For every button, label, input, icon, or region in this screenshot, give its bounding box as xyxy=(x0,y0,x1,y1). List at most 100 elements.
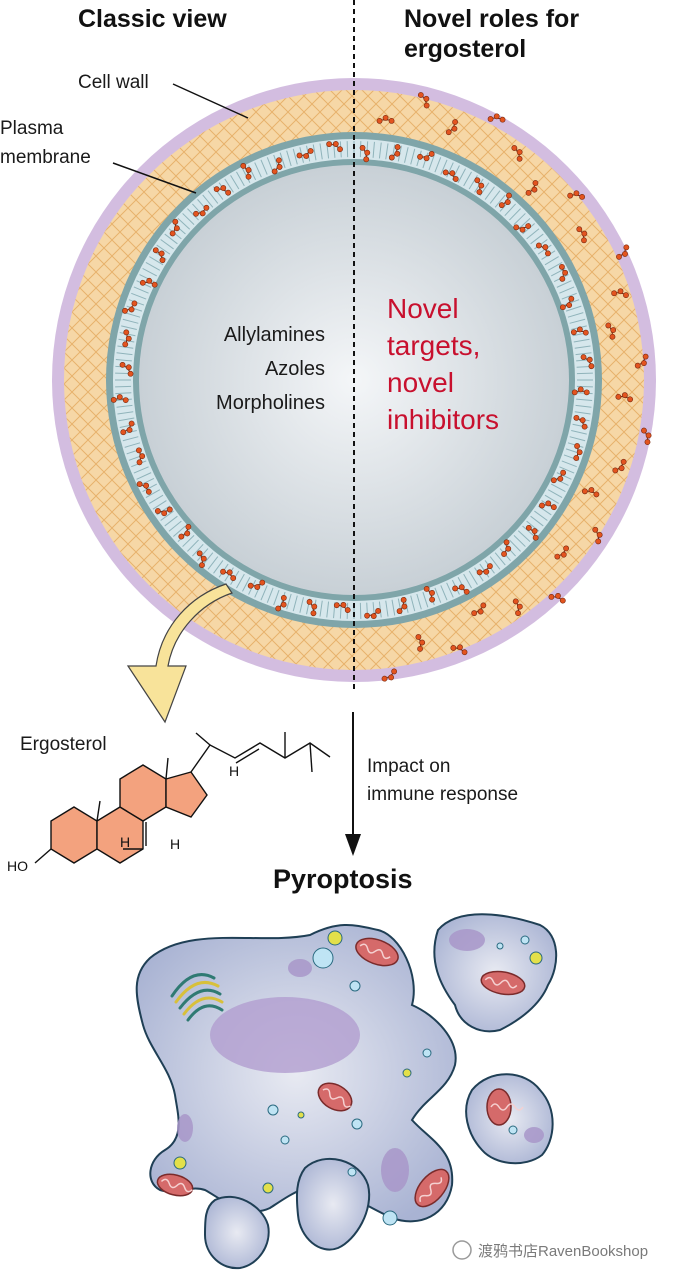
ergosterol-molecule-released xyxy=(615,392,634,403)
ergosterol-molecule-released xyxy=(548,592,566,604)
vesicle xyxy=(327,930,343,946)
ergosterol-molecule-released xyxy=(471,602,487,617)
vacuole-4 xyxy=(177,1114,193,1142)
label-impact-2: immune response xyxy=(367,784,518,805)
mitochondrion xyxy=(317,1082,353,1112)
ergosterol-molecule-released xyxy=(512,598,523,617)
ergosterol-molecule-released xyxy=(605,322,617,340)
ergosterol-molecule xyxy=(359,144,371,163)
vesicle xyxy=(351,1118,363,1130)
ergosterol-molecule xyxy=(275,595,287,612)
plasma-membrane-leader-line xyxy=(112,162,197,194)
watermark-text: 渡鸦书店RavenBookshop xyxy=(478,1243,648,1260)
cell-fragment-bottom-left xyxy=(203,1195,270,1270)
ergosterol-molecule xyxy=(539,500,557,511)
ergosterol-molecule xyxy=(474,177,485,195)
atom-h-ring: H xyxy=(120,834,130,850)
label-ergosterol: Ergosterol xyxy=(20,734,107,755)
label-pyroptosis: Pyroptosis xyxy=(273,864,413,894)
ergosterol-molecule xyxy=(501,539,512,557)
ergosterol-molecule-released xyxy=(450,644,468,656)
label-plasma: Plasma xyxy=(0,118,64,139)
atom-h-chain: H xyxy=(229,763,239,779)
curved-arrow-to-ergosterol xyxy=(126,583,233,724)
ergosterol-molecules-released xyxy=(376,92,652,682)
vesicle xyxy=(508,1125,518,1135)
ergosterol-molecules-membrane xyxy=(110,141,595,619)
vacuole-3 xyxy=(381,1148,409,1192)
label-cell-wall: Cell wall xyxy=(78,72,149,93)
vacuole-1 xyxy=(449,929,485,951)
cell-wall-leader-line xyxy=(172,83,249,119)
ergosterol-molecule-released xyxy=(525,180,539,196)
vesicle xyxy=(520,935,530,945)
ergosterol-molecule xyxy=(571,386,590,396)
ergosterol-molecule xyxy=(570,326,589,336)
ergosterol-molecule-released xyxy=(611,288,629,299)
ergosterol-molecule-released xyxy=(641,427,652,445)
ergosterol-molecule xyxy=(213,185,232,196)
ergosterol-molecule xyxy=(498,192,512,209)
ergosterol-molecule xyxy=(139,277,158,288)
label-membrane: membrane xyxy=(0,147,91,168)
side-chain-methyl-1 xyxy=(195,732,211,746)
watermark: 渡鸦书店RavenBookshop xyxy=(452,1240,648,1260)
ergosterol-molecule xyxy=(193,204,210,217)
label-impact-1: Impact on xyxy=(367,756,450,777)
pyroptotic-cells xyxy=(135,913,558,1270)
ergosterol-molecule xyxy=(388,144,401,161)
ergosterol-molecule-released xyxy=(554,545,570,560)
ergosterol-molecule xyxy=(580,354,595,370)
vesicle xyxy=(267,1104,279,1116)
ergosterol-molecule xyxy=(136,481,152,495)
ergosterol-molecule-released xyxy=(567,190,586,200)
ergosterol-molecule xyxy=(122,329,132,348)
vesicle xyxy=(349,980,361,992)
ergosterol-molecule-released xyxy=(634,353,649,369)
heading-novel-roles: Novel roles for xyxy=(404,5,579,33)
ergosterol-molecule xyxy=(442,169,459,182)
ergosterol-molecule xyxy=(396,596,408,615)
ergosterol-molecule xyxy=(417,151,435,162)
mitochondria xyxy=(156,937,526,1208)
ergosterol-molecule xyxy=(513,223,532,233)
golgi-apparatus xyxy=(170,973,224,1022)
vesicle xyxy=(529,951,543,965)
ergosterol-molecule-released xyxy=(616,244,630,260)
heading-classic-view: Classic view xyxy=(78,5,227,33)
drug-allylamines: Allylamines xyxy=(224,324,325,346)
vesicles xyxy=(173,930,543,1226)
ergosterol-molecule xyxy=(476,563,493,576)
ergosterol-molecule xyxy=(119,361,134,377)
vesicle xyxy=(347,1167,357,1177)
ergosterol-molecule xyxy=(154,506,173,517)
mitochondrion xyxy=(414,1168,450,1208)
cell-fragment-bottom-middle xyxy=(295,1158,371,1251)
atom-h-junction: H xyxy=(170,836,180,852)
ergosterol-molecule xyxy=(559,295,575,311)
ergosterol-molecule-released xyxy=(511,145,523,162)
vesicle xyxy=(262,1182,274,1194)
mitochondrion xyxy=(355,937,399,967)
ergosterol-molecule xyxy=(240,163,252,180)
ergosterol-molecule xyxy=(120,420,135,436)
ergosterol-molecule xyxy=(271,157,283,175)
ergosterol-molecule xyxy=(423,586,436,603)
ergosterol-molecule xyxy=(178,523,192,540)
vacuole-2 xyxy=(288,959,312,977)
ergosterol-molecule xyxy=(525,524,539,541)
atom-hydroxyl: HO xyxy=(7,858,28,874)
novel-text-1: Novel xyxy=(387,293,459,324)
ergosterol-molecule xyxy=(306,598,318,617)
mitochondrion xyxy=(156,1173,194,1197)
impact-arrow-head xyxy=(345,834,361,856)
ring-d xyxy=(165,771,208,818)
novel-text-2: targets, xyxy=(387,330,480,361)
ergosterol-molecule xyxy=(364,608,382,619)
ergosterol-molecule xyxy=(110,394,129,403)
ergosterol-molecule-released xyxy=(381,668,397,682)
nucleus xyxy=(210,997,360,1073)
ergosterol-molecule xyxy=(573,443,583,461)
ergosterol-molecule-released xyxy=(417,92,430,109)
